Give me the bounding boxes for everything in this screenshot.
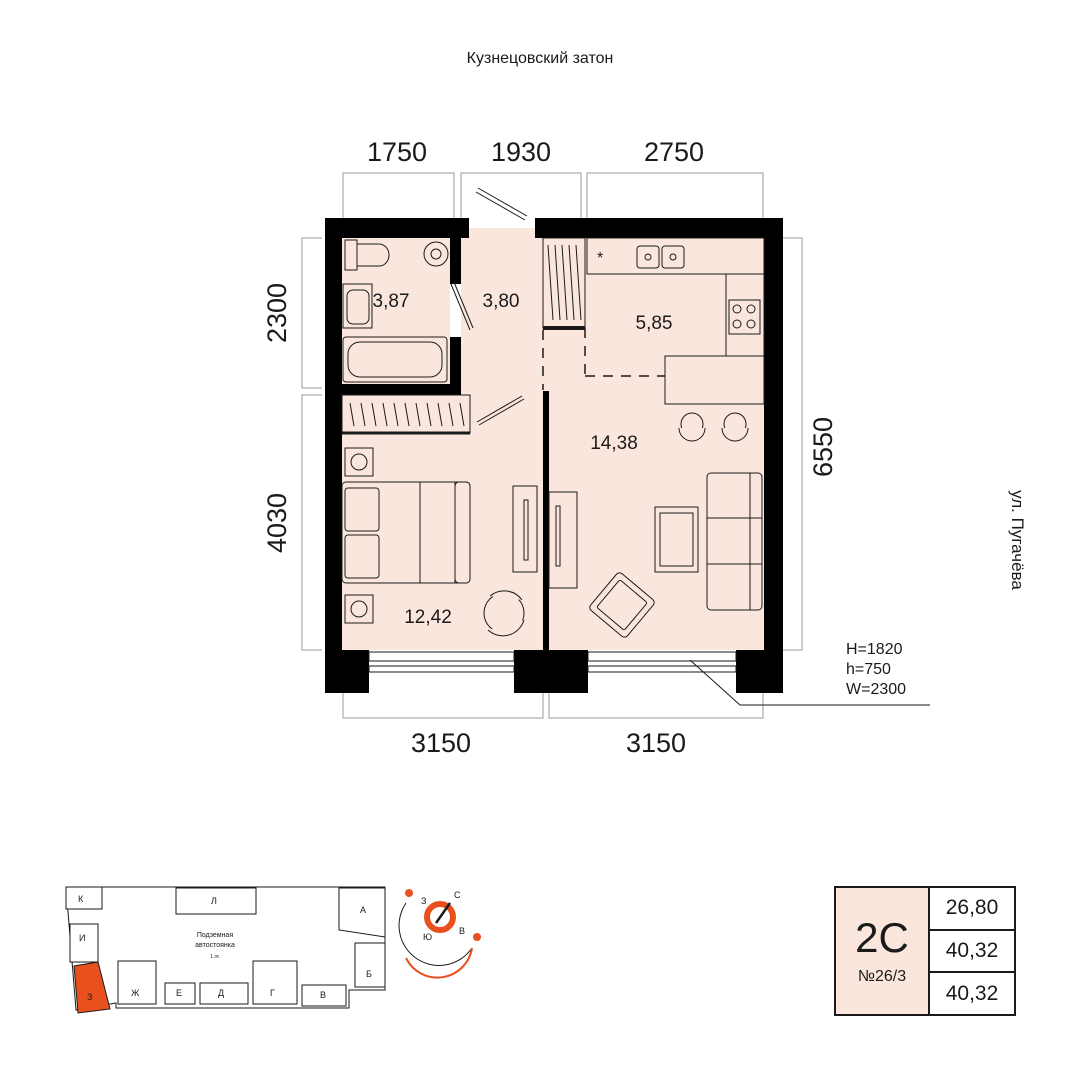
parking-label-1: Подземная bbox=[197, 932, 233, 939]
window-width: W=2300 bbox=[846, 681, 906, 698]
compass-south: Ю bbox=[423, 932, 432, 942]
site-section-g: Г bbox=[270, 988, 275, 998]
interior-doors bbox=[450, 281, 525, 426]
dim-left-2: 4030 bbox=[262, 493, 292, 553]
dim-top-1: 1750 bbox=[367, 137, 427, 167]
apartment-info: 2С №26/3 26,80 40,32 40,32 bbox=[834, 886, 1016, 1016]
room-area-bedroom: 12,42 bbox=[404, 607, 452, 628]
walls bbox=[325, 218, 783, 693]
bedroom-chair bbox=[483, 590, 525, 637]
window-height: H=1820 bbox=[846, 641, 903, 658]
site-section-l: Л bbox=[211, 896, 217, 906]
dim-bottom-2: 3150 bbox=[626, 728, 686, 758]
dimension-lines bbox=[301, 172, 803, 719]
fridge-icon: * bbox=[597, 250, 603, 267]
dim-top-2: 1930 bbox=[491, 137, 551, 167]
compass-west: З bbox=[421, 896, 426, 906]
window-sill: h=750 bbox=[846, 661, 891, 678]
apartment-areas: 26,80 40,32 40,32 bbox=[930, 888, 1014, 1014]
dim-top-3: 2750 bbox=[644, 137, 704, 167]
windows bbox=[368, 651, 737, 673]
street-label: ул. Пугачёва bbox=[1008, 490, 1027, 590]
parking-label-2: автостоянка bbox=[195, 942, 235, 949]
bed bbox=[341, 447, 471, 624]
window-leader bbox=[689, 659, 930, 706]
site-section-a: А bbox=[360, 905, 366, 915]
dim-bottom-1: 3150 bbox=[411, 728, 471, 758]
site-section-i: И bbox=[79, 933, 85, 943]
zone-dividers bbox=[542, 328, 666, 390]
dim-right-1: 6550 bbox=[808, 417, 838, 477]
hall-wardrobe bbox=[542, 237, 586, 330]
entrance-door bbox=[475, 187, 528, 221]
kitchen-fixtures bbox=[586, 237, 765, 405]
compass-north: С bbox=[454, 890, 461, 900]
apartment-type: 2С bbox=[855, 914, 909, 961]
site-section-b: Б bbox=[366, 969, 372, 979]
living-furniture bbox=[589, 472, 763, 638]
room-area-kitchen: 5,85 bbox=[636, 313, 673, 334]
site-section-z: З bbox=[87, 992, 92, 1002]
bathroom-fixtures bbox=[342, 239, 449, 383]
room-area-hall: 3,80 bbox=[483, 291, 520, 312]
area-total: 40,32 bbox=[930, 928, 1014, 972]
bedroom-wardrobe bbox=[341, 394, 471, 435]
area-living: 26,80 bbox=[945, 896, 999, 920]
apartment-type-cell: 2С №26/3 bbox=[836, 888, 930, 1014]
site-section-e: Е bbox=[176, 988, 182, 998]
room-area-bathroom: 3,87 bbox=[373, 291, 410, 312]
bar-stools bbox=[678, 412, 749, 442]
tv-units bbox=[512, 485, 578, 589]
apartment-number: №26/3 bbox=[857, 968, 907, 985]
room-area-living: 14,38 bbox=[590, 433, 638, 454]
site-section-d: Д bbox=[218, 988, 224, 998]
area-total-with-balcony: 40,32 bbox=[930, 971, 1014, 1014]
compass-icon bbox=[398, 889, 481, 979]
site-section-v: В bbox=[320, 990, 326, 1000]
site-section-k: К bbox=[78, 894, 84, 904]
complex-title: Кузнецовский затон bbox=[467, 50, 614, 67]
site-section-zh: Ж bbox=[131, 988, 140, 998]
compass-east: В bbox=[459, 926, 465, 936]
parking-level: 1 эт. bbox=[210, 954, 220, 960]
dim-left-1: 2300 bbox=[262, 283, 292, 343]
site-plan bbox=[65, 886, 386, 1014]
